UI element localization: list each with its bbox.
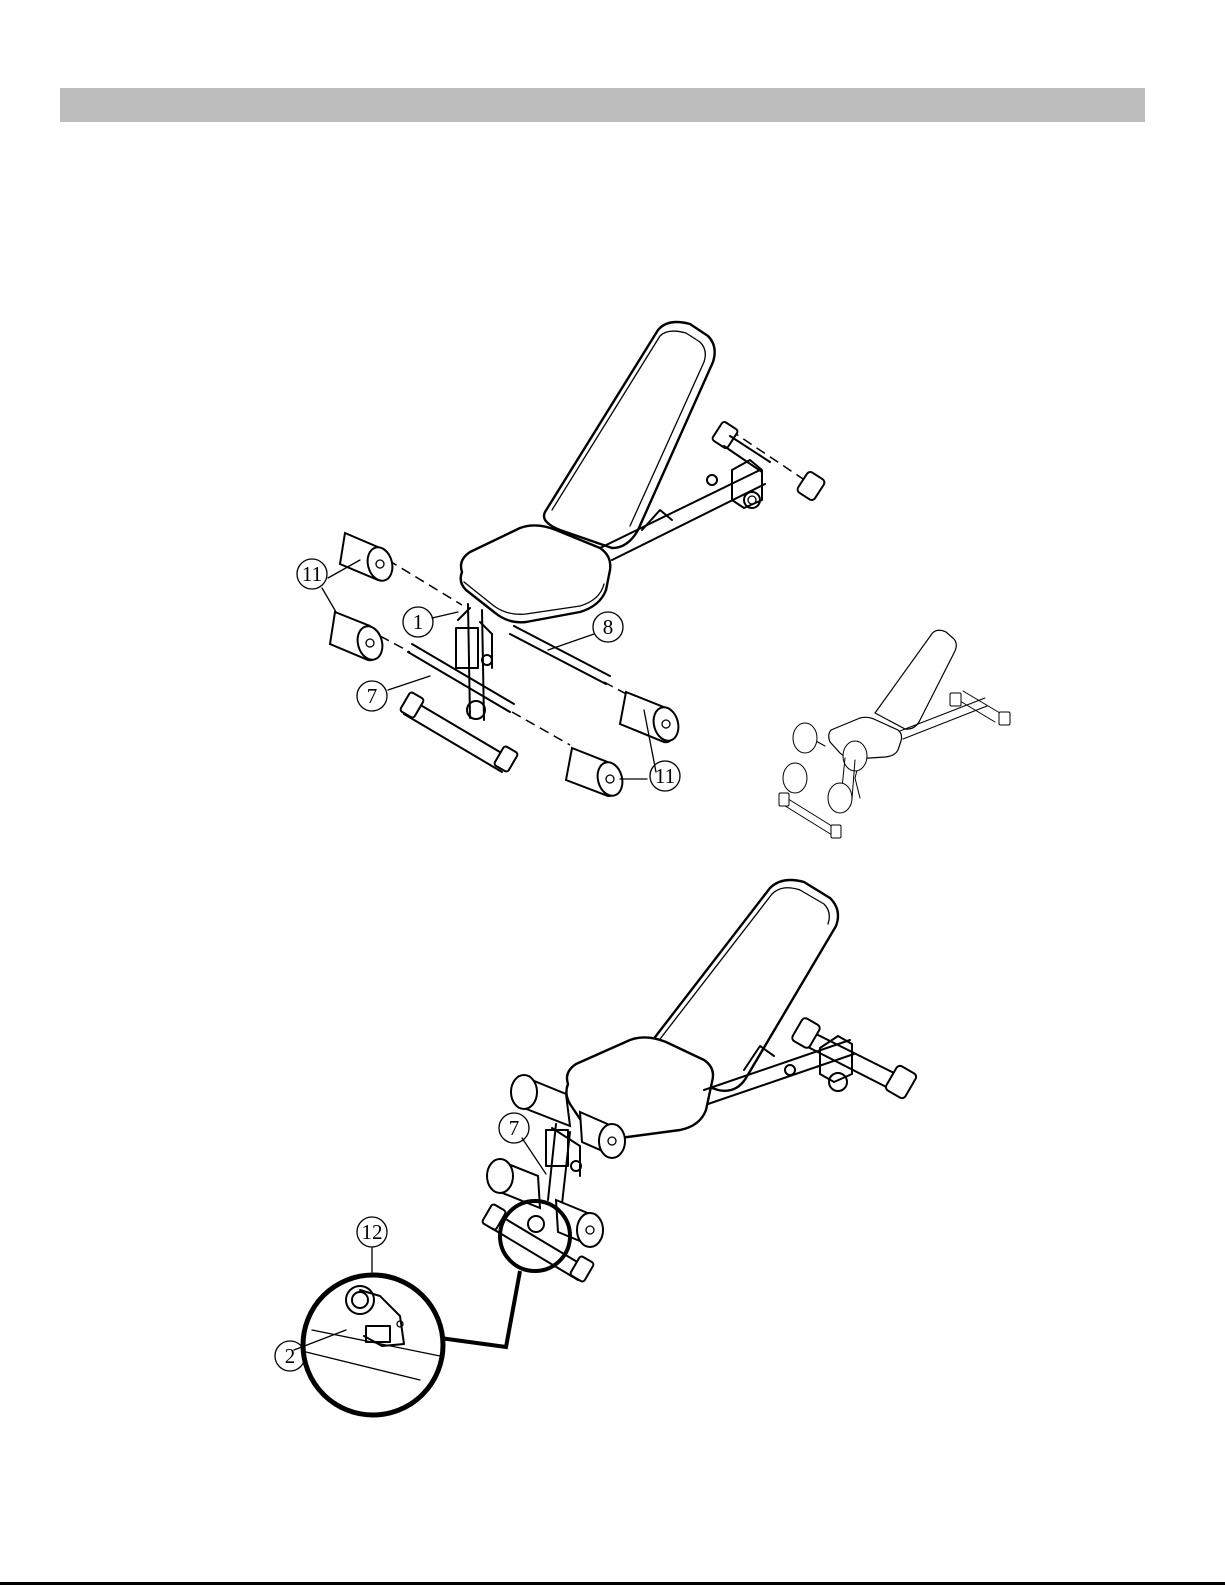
rear-stabilizer [711,421,825,502]
callout-7-b: 7 [499,1113,529,1143]
svg-text:7: 7 [367,684,378,708]
foam-roller-3 [620,692,682,744]
foam-roller-1 [340,533,396,584]
svg-text:2: 2 [285,1344,296,1368]
detail-connector [440,1271,520,1347]
callout-12: 12 [357,1217,387,1247]
front-stabilizer [400,691,519,772]
callout-1: 1 [403,607,433,637]
foam-roller-2 [330,612,386,663]
svg-text:8: 8 [603,615,614,639]
callout-7: 7 [357,681,387,711]
front-post [458,604,492,720]
top-exploded-view: 11 1 8 7 11 [297,322,826,799]
callout-8: 8 [593,612,623,642]
svg-text:11: 11 [655,764,675,788]
rear-bracket [732,460,762,508]
backrest-pad [544,322,715,548]
callout-11-a: 11 [297,559,327,589]
svg-text:1: 1 [413,610,424,634]
callout-11-c: 11 [650,761,680,791]
svg-text:7: 7 [509,1116,520,1140]
svg-text:12: 12 [362,1220,383,1244]
assembled-preview [779,630,1010,838]
callout-2: 2 [275,1341,305,1371]
bottom-assembled-view: 7 12 2 [275,880,918,1415]
detail-magnifier [303,1275,443,1415]
foam-roller-4 [566,748,626,799]
svg-text:11: 11 [302,562,322,586]
